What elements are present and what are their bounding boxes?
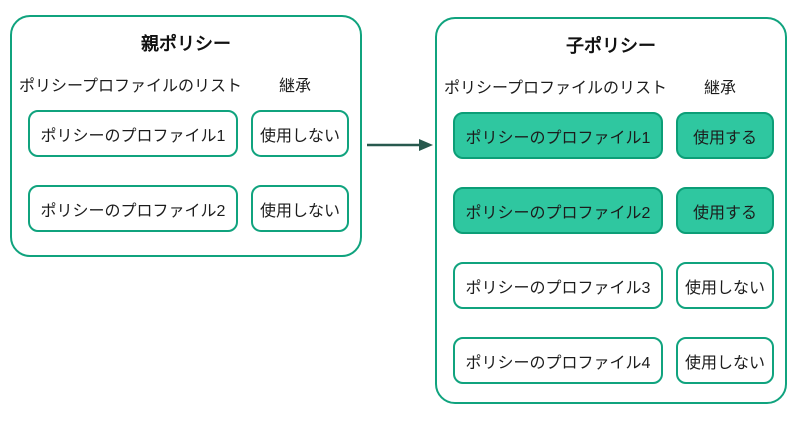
profile-row: ポリシーのプロファイル3 使用しない bbox=[453, 262, 774, 309]
inherit-column-label: 継承 bbox=[279, 78, 312, 95]
profile-list-label: ポリシープロファイルのリスト bbox=[444, 80, 668, 97]
parent-policy-panel: 親ポリシー ポリシープロファイルのリスト 継承 ポリシーのプロファイル1 使用し… bbox=[10, 15, 362, 257]
profile-pill: ポリシーのプロファイル4 bbox=[453, 337, 663, 384]
child-policy-title: 子ポリシー bbox=[566, 36, 656, 56]
profile-row: ポリシーのプロファイル2 使用しない bbox=[28, 185, 349, 232]
profile-pill: ポリシーのプロファイル3 bbox=[453, 262, 663, 309]
profile-pill: ポリシーのプロファイル1 bbox=[28, 110, 238, 157]
inherit-status-pill: 使用しない bbox=[676, 337, 774, 384]
parent-policy-title: 親ポリシー bbox=[141, 34, 231, 54]
profile-pill: ポリシーのプロファイル2 bbox=[28, 185, 238, 232]
profile-pill: ポリシーのプロファイル1 bbox=[453, 112, 663, 159]
profile-row: ポリシーのプロファイル4 使用しない bbox=[453, 337, 774, 384]
child-column-headers: ポリシープロファイルのリスト 継承 bbox=[444, 80, 785, 98]
profile-row: ポリシーのプロファイル1 使用しない bbox=[28, 110, 349, 157]
child-profile-rows: ポリシーのプロファイル1 使用する ポリシーのプロファイル2 使用する ポリシー… bbox=[453, 112, 774, 384]
inherit-status-pill: 使用しない bbox=[676, 262, 774, 309]
inherit-status-pill: 使用する bbox=[676, 187, 774, 234]
inherit-status-pill: 使用する bbox=[676, 112, 774, 159]
parent-column-headers: ポリシープロファイルのリスト 継承 bbox=[19, 78, 360, 96]
inherit-status-pill: 使用しない bbox=[251, 110, 349, 157]
profile-pill: ポリシーのプロファイル2 bbox=[453, 187, 663, 234]
profile-list-label: ポリシープロファイルのリスト bbox=[19, 78, 243, 95]
profile-row-inherited: ポリシーのプロファイル1 使用する bbox=[453, 112, 774, 159]
inherit-column-label: 継承 bbox=[704, 80, 737, 97]
profile-row-inherited: ポリシーのプロファイル2 使用する bbox=[453, 187, 774, 234]
inherit-status-pill: 使用しない bbox=[251, 185, 349, 232]
child-policy-panel: 子ポリシー ポリシープロファイルのリスト 継承 ポリシーのプロファイル1 使用す… bbox=[435, 17, 787, 404]
parent-profile-rows: ポリシーのプロファイル1 使用しない ポリシーのプロファイル2 使用しない bbox=[28, 110, 349, 232]
inheritance-arrow-icon bbox=[367, 139, 433, 151]
